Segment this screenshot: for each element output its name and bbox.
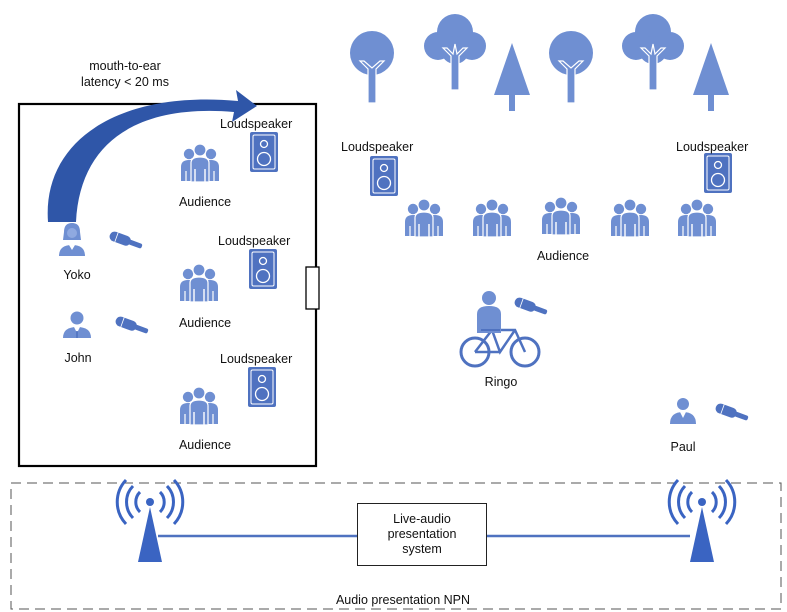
- tree-icon: [423, 13, 487, 91]
- antenna-icon: [115, 478, 185, 564]
- system-label-line3: system: [402, 542, 442, 556]
- audience-label: Audience: [178, 316, 232, 330]
- latency-line1: mouth-to-ear: [89, 59, 161, 73]
- loudspeaker-icon: [249, 131, 279, 173]
- audience-icon: [180, 143, 220, 183]
- loudspeaker-label: Loudspeaker: [218, 234, 291, 248]
- audience-label: Audience: [178, 195, 232, 209]
- audience-label: Audience: [178, 438, 232, 452]
- loudspeaker-icon: [703, 152, 733, 194]
- latency-label: mouth-to-ear latency < 20 ms: [60, 58, 190, 90]
- latency-line2: latency < 20 ms: [81, 75, 169, 89]
- performer-ringo-label: Ringo: [484, 375, 518, 389]
- loudspeaker-icon: [247, 366, 277, 408]
- tree-icon: [693, 43, 729, 111]
- microphone-icon: [512, 295, 549, 318]
- performer-yoko-label: Yoko: [63, 268, 91, 282]
- loudspeaker-label: Loudspeaker: [341, 140, 414, 154]
- audience-icon: [541, 196, 581, 236]
- antenna-icon: [667, 478, 737, 564]
- audience-icon: [472, 198, 512, 238]
- npn-boundary: [10, 482, 782, 610]
- tree-icon: [621, 13, 685, 91]
- loudspeaker-label: Loudspeaker: [220, 352, 293, 366]
- latency-arrow: [47, 90, 257, 222]
- performer-john-label: John: [64, 351, 92, 365]
- system-label-line1: Live-audio: [393, 512, 451, 526]
- performer-paul-label: Paul: [670, 440, 696, 454]
- audience-icon: [677, 198, 717, 238]
- microphone-icon: [113, 314, 150, 337]
- loudspeaker-icon: [248, 248, 278, 290]
- loudspeaker-label: Loudspeaker: [676, 140, 749, 154]
- audience-icon: [179, 386, 219, 426]
- tree-icon: [349, 30, 395, 104]
- audience-icon: [610, 198, 650, 238]
- performer-ringo-bicycle-icon: [459, 291, 541, 368]
- loudspeaker-label: Loudspeaker: [220, 117, 293, 131]
- npn-label: Audio presentation NPN: [335, 593, 471, 607]
- audience-icon: [404, 198, 444, 238]
- audience-icon: [179, 263, 219, 303]
- tree-icon: [494, 43, 530, 111]
- performer-paul-icon: [670, 398, 696, 424]
- venue-door: [305, 266, 320, 310]
- loudspeaker-icon: [369, 155, 399, 197]
- microphone-icon: [107, 229, 144, 252]
- microphone-icon: [713, 401, 750, 424]
- audience-label: Audience: [536, 249, 590, 263]
- live-audio-presentation-system: Live-audio presentation system: [357, 503, 487, 566]
- system-label-line2: presentation: [387, 527, 457, 541]
- performer-john-icon: [63, 311, 91, 338]
- performer-yoko-icon: [59, 223, 85, 256]
- tree-icon: [548, 30, 594, 104]
